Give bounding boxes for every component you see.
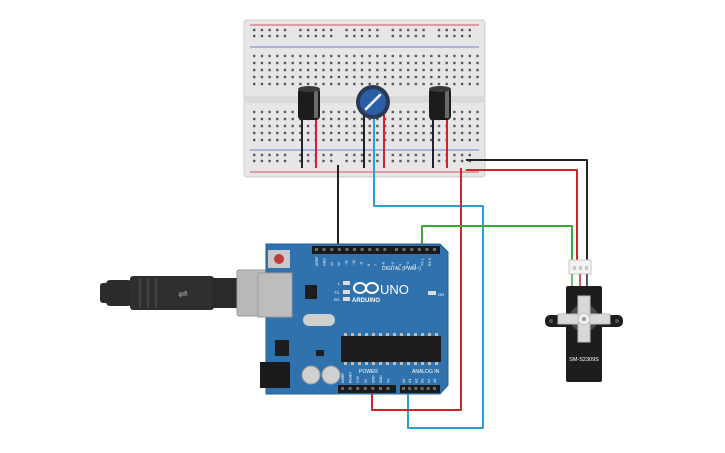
digital-pin-label: 12 (337, 262, 341, 266)
power-pin-label: GND (371, 375, 375, 383)
power-header-label: POWER (359, 369, 378, 375)
l-led-label: L (338, 281, 341, 286)
capacitor-right[interactable] (429, 86, 451, 168)
digital-pin-label: ~5 (391, 262, 395, 266)
capacitor-left[interactable] (298, 86, 320, 168)
power-pin-label: GND (379, 375, 383, 383)
wire-red-servo (466, 169, 578, 250)
analog-pin-label: A5 (433, 379, 437, 383)
digital-pin-label: ~6 (382, 262, 386, 266)
wire-black-servo (466, 159, 588, 250)
digital-pin-label: GND (322, 258, 326, 266)
digital-pin-label: 4 (398, 264, 402, 266)
power-pin-label: Vin (387, 378, 391, 383)
digital-pin-label: 8 (367, 264, 371, 266)
arduino-uno[interactable]: ARDUINO UNO DIGITAL (PWM~) POWER ANALOG … (257, 243, 449, 395)
digital-pin-label: 13 (330, 262, 334, 266)
digital-pin-label: 7 (374, 264, 378, 266)
servo-model: SM-S2309S (569, 357, 599, 363)
power-pin-label: 3.3V (356, 375, 360, 383)
on-led-label: ON (438, 292, 444, 297)
digital-pin-label: AREF (315, 256, 319, 266)
digital-pin-label: TX 1 (421, 258, 425, 266)
digital-pin-label: ~11 (345, 260, 349, 266)
analog-pin-label: A0 (402, 379, 406, 383)
digital-pin-label: ~9 (359, 262, 363, 266)
power-pin-label: 5V (364, 378, 368, 383)
analog-pin-label: A2 (414, 379, 418, 383)
rx-led-label: RX (334, 297, 340, 302)
digital-pin-label: ~3 (406, 262, 410, 266)
arduino-logo-icon (353, 282, 379, 294)
analog-pin-label: A3 (421, 379, 425, 383)
wire-green-servo (421, 225, 573, 250)
digital-pin-label: 2 (413, 264, 417, 266)
power-pin-label: IOREF (341, 373, 345, 383)
digital-header-label: DIGITAL (PWM~) (382, 266, 421, 272)
wires (337, 159, 588, 429)
analog-pin-label: A4 (427, 379, 431, 383)
digital-pin-label: ~10 (352, 260, 356, 266)
arduino-model: UNO (380, 282, 409, 297)
tx-led-label: TX (334, 290, 339, 295)
svg-text:⇌: ⇌ (178, 287, 188, 301)
arduino-brand: ARDUINO (352, 298, 380, 304)
wire-blue-signal (373, 168, 484, 429)
servo-icon[interactable]: SM-S2309S (545, 250, 623, 382)
digital-pin-label: RX 0 (428, 258, 432, 266)
analog-pin-label: A1 (408, 379, 412, 383)
power-pin-label: RESET (349, 372, 353, 383)
reset-button-icon[interactable] (268, 250, 290, 268)
wire-red-5v (371, 168, 462, 411)
analog-header-label: ANALOG IN (412, 369, 440, 375)
